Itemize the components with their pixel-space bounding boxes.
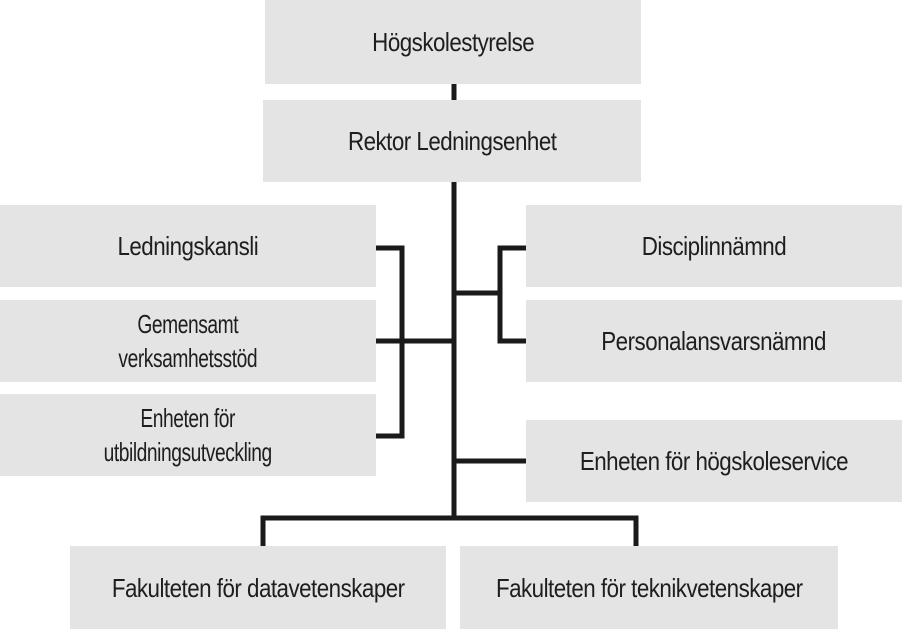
faculty-cs-box: Fakulteten för datavetenskaper <box>70 546 446 629</box>
service-box: Enheten för högskoleservice <box>526 420 902 502</box>
education-label-line-2: utbildningsutveckling <box>103 437 273 467</box>
faculty-cs-label: Fakulteten för datavetenskaper <box>111 572 405 603</box>
discipline-label: Disciplinnämnd <box>641 231 787 261</box>
board-label: Högskolestyrelse <box>371 27 535 57</box>
office-label: Ledningskansli <box>117 231 259 261</box>
service-label: Enheten för högskoleservice <box>579 446 849 476</box>
faculty-tech-box: Fakulteten för teknikvetenskaper <box>460 546 838 629</box>
education-box: Enheten för utbildningsutveckling <box>0 394 376 476</box>
rector-label: Rektor Ledningsenhet <box>347 126 557 156</box>
rector-box: Rektor Ledningsenhet <box>263 100 641 182</box>
right-bracket-connector <box>497 245 526 344</box>
education-label-line-1: Enheten för <box>140 403 236 433</box>
support-label-line-2: verksamhetsstöd <box>118 343 258 373</box>
support-box: Gemensamt verksamhetsstöd <box>0 300 376 382</box>
board-box: Högskolestyrelse <box>265 0 641 84</box>
staff-box: Personalansvarsnämnd <box>526 300 902 382</box>
office-box: Ledningskansli <box>0 205 376 287</box>
education-label: Enheten för utbildningsutveckling <box>90 401 286 469</box>
support-label-line-1: Gemensamt <box>137 309 239 339</box>
support-label: Gemensamt verksamhetsstöd <box>107 307 268 375</box>
faculty-tech-label: Fakulteten för teknikvetenskaper <box>495 572 803 603</box>
faculty-connector <box>260 515 639 546</box>
discipline-box: Disciplinnämnd <box>526 205 902 287</box>
staff-label: Personalansvarsnämnd <box>601 326 827 356</box>
